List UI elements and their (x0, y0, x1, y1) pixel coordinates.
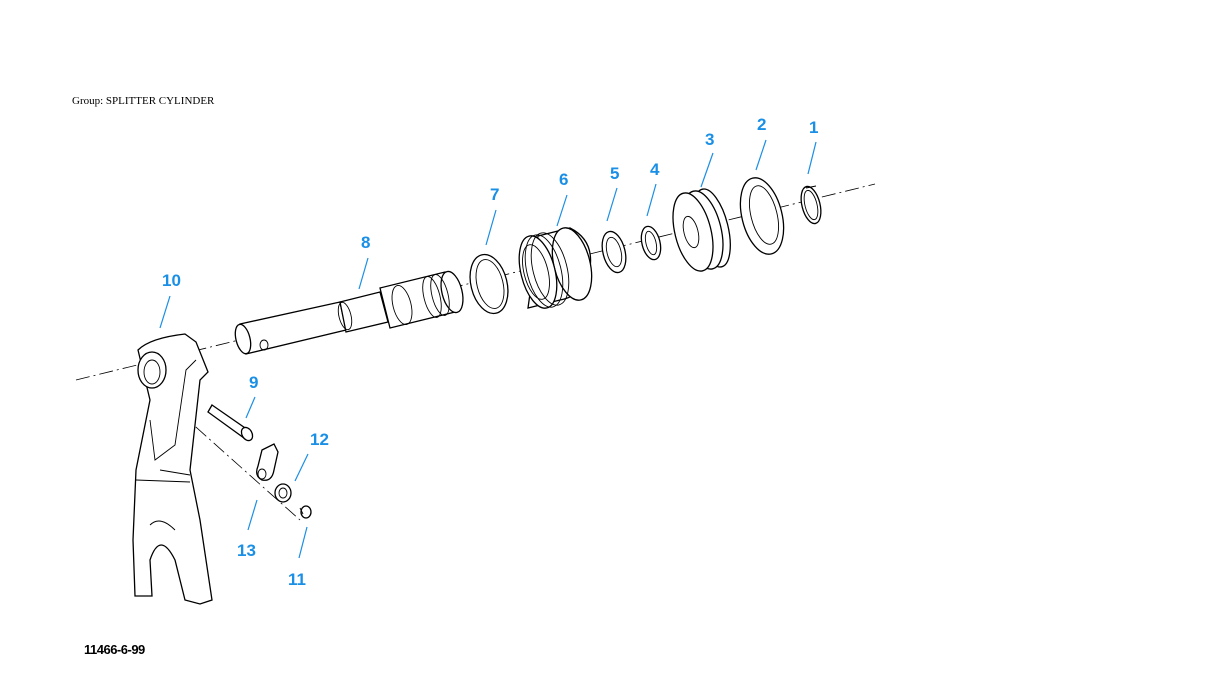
callout-12: 12 (310, 430, 329, 449)
part-7-seal-ring (469, 253, 509, 315)
callout-numbers: 1 2 3 4 5 6 7 8 9 10 11 12 13 (162, 115, 818, 589)
callout-9: 9 (249, 373, 258, 392)
part-8-shaft (234, 270, 464, 355)
callout-11: 11 (288, 570, 306, 589)
callout-8: 8 (361, 233, 370, 252)
part-11-screw (299, 505, 312, 519)
part-4-o-ring (640, 225, 662, 261)
part-6-cylinder (518, 227, 593, 309)
callout-13: 13 (237, 541, 256, 560)
callout-1: 1 (809, 118, 818, 137)
part-5-o-ring (601, 230, 627, 274)
callout-4: 4 (650, 160, 660, 179)
leader-lines (159, 139, 817, 559)
callout-7: 7 (490, 185, 499, 204)
figure-id: 11466-6-99 (84, 642, 145, 657)
callout-5: 5 (610, 164, 619, 183)
part-12-washer (274, 483, 292, 503)
part-3-piston (672, 188, 731, 272)
callout-10: 10 (162, 271, 181, 290)
part-10-shift-fork (132, 333, 213, 605)
part-13-bracket (256, 443, 279, 481)
part-9-pin (207, 404, 254, 442)
part-1-snap-ring (800, 185, 822, 225)
part-2-ring (739, 177, 785, 255)
callout-2: 2 (757, 115, 766, 134)
group-title: Group: SPLITTER CYLINDER (72, 95, 215, 107)
callout-3: 3 (705, 130, 714, 149)
callout-6: 6 (559, 170, 568, 189)
